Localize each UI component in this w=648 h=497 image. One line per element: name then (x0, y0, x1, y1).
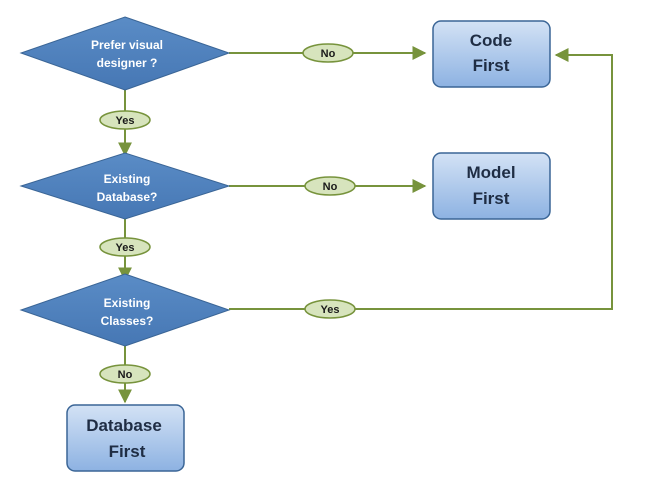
connectors (118, 46, 613, 404)
decision-diamond (19, 16, 231, 91)
edge-label-visual-no: No (302, 43, 354, 63)
edge-label-text: Yes (116, 115, 135, 127)
outcome-database-first: Database First (66, 404, 185, 472)
edge-label-database-yes: Yes (99, 237, 151, 257)
outcome-label-line1: Model (466, 163, 515, 182)
decision-diamond (19, 152, 231, 220)
edge-label-pill (304, 176, 356, 196)
outcome-box (66, 404, 185, 472)
decision-label-line2: designer ? (97, 56, 158, 70)
edge-label-text: Yes (321, 304, 340, 316)
decision-label-line1: Existing (104, 296, 151, 310)
edge-label-classes-no: No (99, 364, 151, 384)
edge-label-visual-yes: Yes (99, 110, 151, 130)
edge-label-text: No (118, 369, 133, 381)
outcome-box (432, 20, 551, 88)
decision-existing-database: Existing Database? (19, 152, 231, 220)
edge-label-pill (304, 299, 356, 319)
decision-diamond (19, 273, 231, 347)
connector-classes-yes (229, 48, 613, 310)
decision-label-line2: Database? (97, 190, 158, 204)
outcome-label-line2: First (473, 189, 510, 208)
edge-label-pill (302, 43, 354, 63)
edge-label-pill (99, 364, 151, 384)
decision-label-line2: Classes? (101, 314, 154, 328)
outcome-code-first: Code First (432, 20, 551, 88)
edge-label-pill (99, 110, 151, 130)
edge-label-database-no: No (304, 176, 356, 196)
edge-label-classes-yes: Yes (304, 299, 356, 319)
outcome-label-line2: First (109, 442, 146, 461)
decision-label-line1: Prefer visual (91, 38, 163, 52)
decision-existing-classes: Existing Classes? (19, 273, 231, 347)
edge-label-text: Yes (116, 242, 135, 254)
edge-label-text: No (321, 48, 336, 60)
outcome-label-line2: First (473, 56, 510, 75)
outcome-label-line1: Database (86, 416, 162, 435)
outcome-model-first: Model First (432, 152, 551, 220)
decision-label-line1: Existing (104, 172, 151, 186)
outcome-box (432, 152, 551, 220)
edge-label-text: No (323, 181, 338, 193)
outcome-label-line1: Code (470, 31, 513, 50)
edge-label-pill (99, 237, 151, 257)
decision-prefer-visual: Prefer visual designer ? (19, 16, 231, 91)
